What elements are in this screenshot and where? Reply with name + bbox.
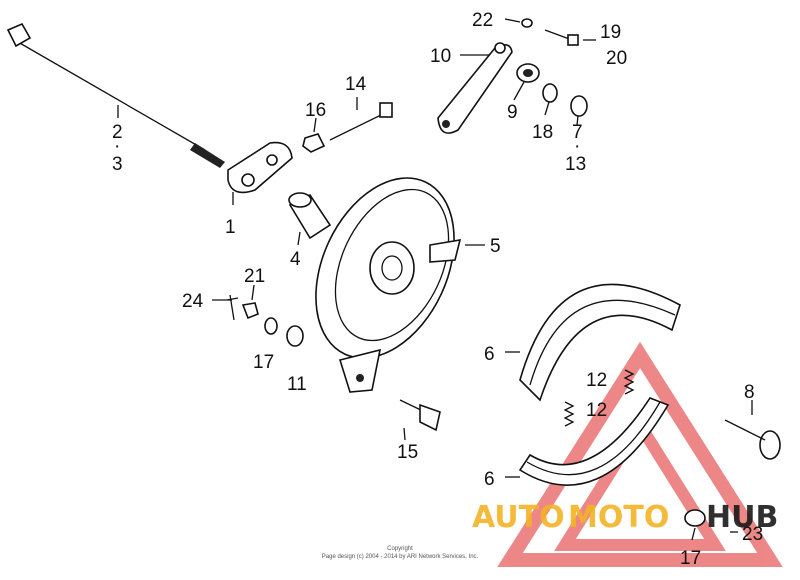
brake-shoe-lower-part-icon xyxy=(518,397,670,486)
part-label-6-upper[interactable]: 6 xyxy=(484,344,495,365)
part-label-14[interactable]: 14 xyxy=(345,74,367,95)
part-label-23[interactable]: 23 xyxy=(742,524,763,545)
part-label-24[interactable]: 24 xyxy=(182,291,204,312)
part-label-17-left[interactable]: 17 xyxy=(253,352,274,373)
part-label-4[interactable]: 4 xyxy=(290,249,301,270)
part-label-5[interactable]: 5 xyxy=(490,236,501,257)
axle-part-icon xyxy=(6,22,225,168)
spring-parts-icon xyxy=(563,369,635,427)
watermark-moto: MOTO xyxy=(568,500,669,535)
part-label-18[interactable]: 18 xyxy=(532,122,553,143)
bolt-14-part-icon xyxy=(329,102,393,141)
part-labels: 22 19 20 10 9 18 7 · 13 14 16 2 · 3 1 4 … xyxy=(112,10,763,569)
nut-16-part-icon xyxy=(302,133,326,153)
part-label-19[interactable]: 19 xyxy=(600,22,621,43)
small-hardware-parts-icon xyxy=(226,294,304,347)
watermark-auto: AUTO xyxy=(472,500,565,535)
part-label-9[interactable]: 9 xyxy=(507,102,518,123)
part-label-17-lower[interactable]: 17 xyxy=(680,548,701,569)
part-label-7[interactable]: 7 xyxy=(572,122,583,143)
watermark-logo: AUTO MOTO HUB xyxy=(472,500,778,535)
part-label-22[interactable]: 22 xyxy=(472,10,493,31)
separator-dot-7-13: · xyxy=(574,136,580,157)
bolt-19-part-icon xyxy=(544,29,579,46)
brake-shoe-upper-part-icon xyxy=(519,283,681,402)
copyright-line-2: Page design (c) 2004 - 2014 by ARI Netwo… xyxy=(322,554,479,560)
leader-lines xyxy=(117,18,753,541)
adjuster-plate-part-icon xyxy=(227,141,293,194)
part-label-12-upper[interactable]: 12 xyxy=(586,370,607,391)
washer-parts-icon xyxy=(516,18,588,117)
cam-shaft-part-icon xyxy=(724,419,781,460)
brake-panel-part-icon xyxy=(315,177,462,393)
part-label-16[interactable]: 16 xyxy=(305,100,326,121)
brake-arm-part-icon xyxy=(437,42,513,134)
copyright-line-1: Copyright xyxy=(387,546,413,552)
spacer-part-icon xyxy=(288,192,332,240)
watermark-hub: HUB xyxy=(706,500,778,535)
part-label-3[interactable]: 3 xyxy=(112,154,123,175)
part-label-6-lower[interactable]: 6 xyxy=(484,469,495,490)
washer-17-lower-part-icon xyxy=(684,509,706,527)
part-label-2[interactable]: 2 xyxy=(112,122,123,143)
part-label-21[interactable]: 21 xyxy=(244,266,265,287)
part-label-8[interactable]: 8 xyxy=(744,382,755,403)
part-label-10[interactable]: 10 xyxy=(430,46,451,67)
part-label-11[interactable]: 11 xyxy=(287,374,307,395)
part-label-15[interactable]: 15 xyxy=(397,442,418,463)
watermark-triangle-icon xyxy=(497,341,783,567)
part-label-13[interactable]: 13 xyxy=(565,154,586,175)
brake-cam-part-icon xyxy=(399,399,441,432)
part-label-20[interactable]: 20 xyxy=(606,48,627,69)
part-label-1[interactable]: 1 xyxy=(225,217,236,238)
part-label-12-lower[interactable]: 12 xyxy=(586,400,607,421)
separator-dot-2-3: · xyxy=(114,136,120,157)
